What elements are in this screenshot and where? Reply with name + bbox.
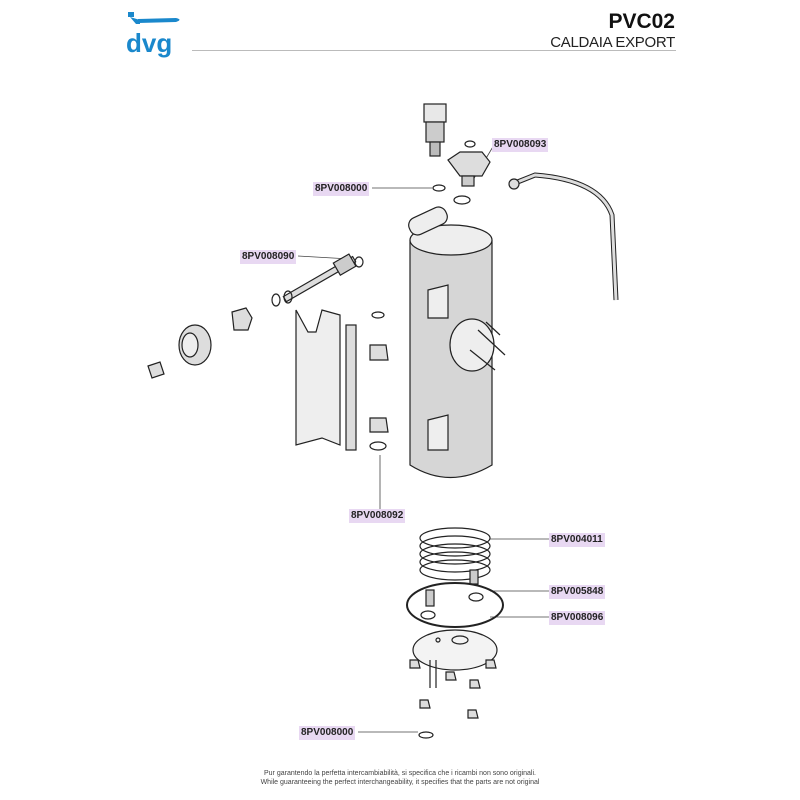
pipe <box>514 172 619 301</box>
boiler <box>408 206 506 479</box>
svg-text:dvg: dvg <box>126 28 172 58</box>
disclaimer-english: While guaranteeing the perfect interchan… <box>260 779 540 786</box>
part-label-8PV008000[interactable]: 8PV008000 <box>313 182 370 196</box>
model-subtitle: CALDAIA EXPORT <box>550 34 675 51</box>
part-label-8PV008093[interactable]: 8PV008093 <box>492 138 549 152</box>
bracket <box>295 309 341 446</box>
dvg-logo: dvg <box>126 12 180 58</box>
header-divider <box>192 50 676 51</box>
part-label-8PV008096[interactable]: 8PV008096 <box>549 611 606 625</box>
part-label-8PV004011[interactable]: 8PV004011 <box>549 533 605 547</box>
gasket <box>406 582 504 628</box>
safety-valve <box>423 103 491 205</box>
part-label-8PV008090[interactable]: 8PV008090 <box>240 250 297 264</box>
model-code: PVC02 <box>608 10 675 33</box>
disclaimer-italian: Pur garantendo la perfetta intercambiabi… <box>264 770 536 777</box>
heating-element <box>419 527 491 607</box>
part-label-8PV005848[interactable]: 8PV005848 <box>549 585 606 599</box>
part-label-8PV008092[interactable]: 8PV008092 <box>349 509 406 523</box>
part-label-8PV008000-bottom[interactable]: 8PV008000 <box>299 726 356 740</box>
